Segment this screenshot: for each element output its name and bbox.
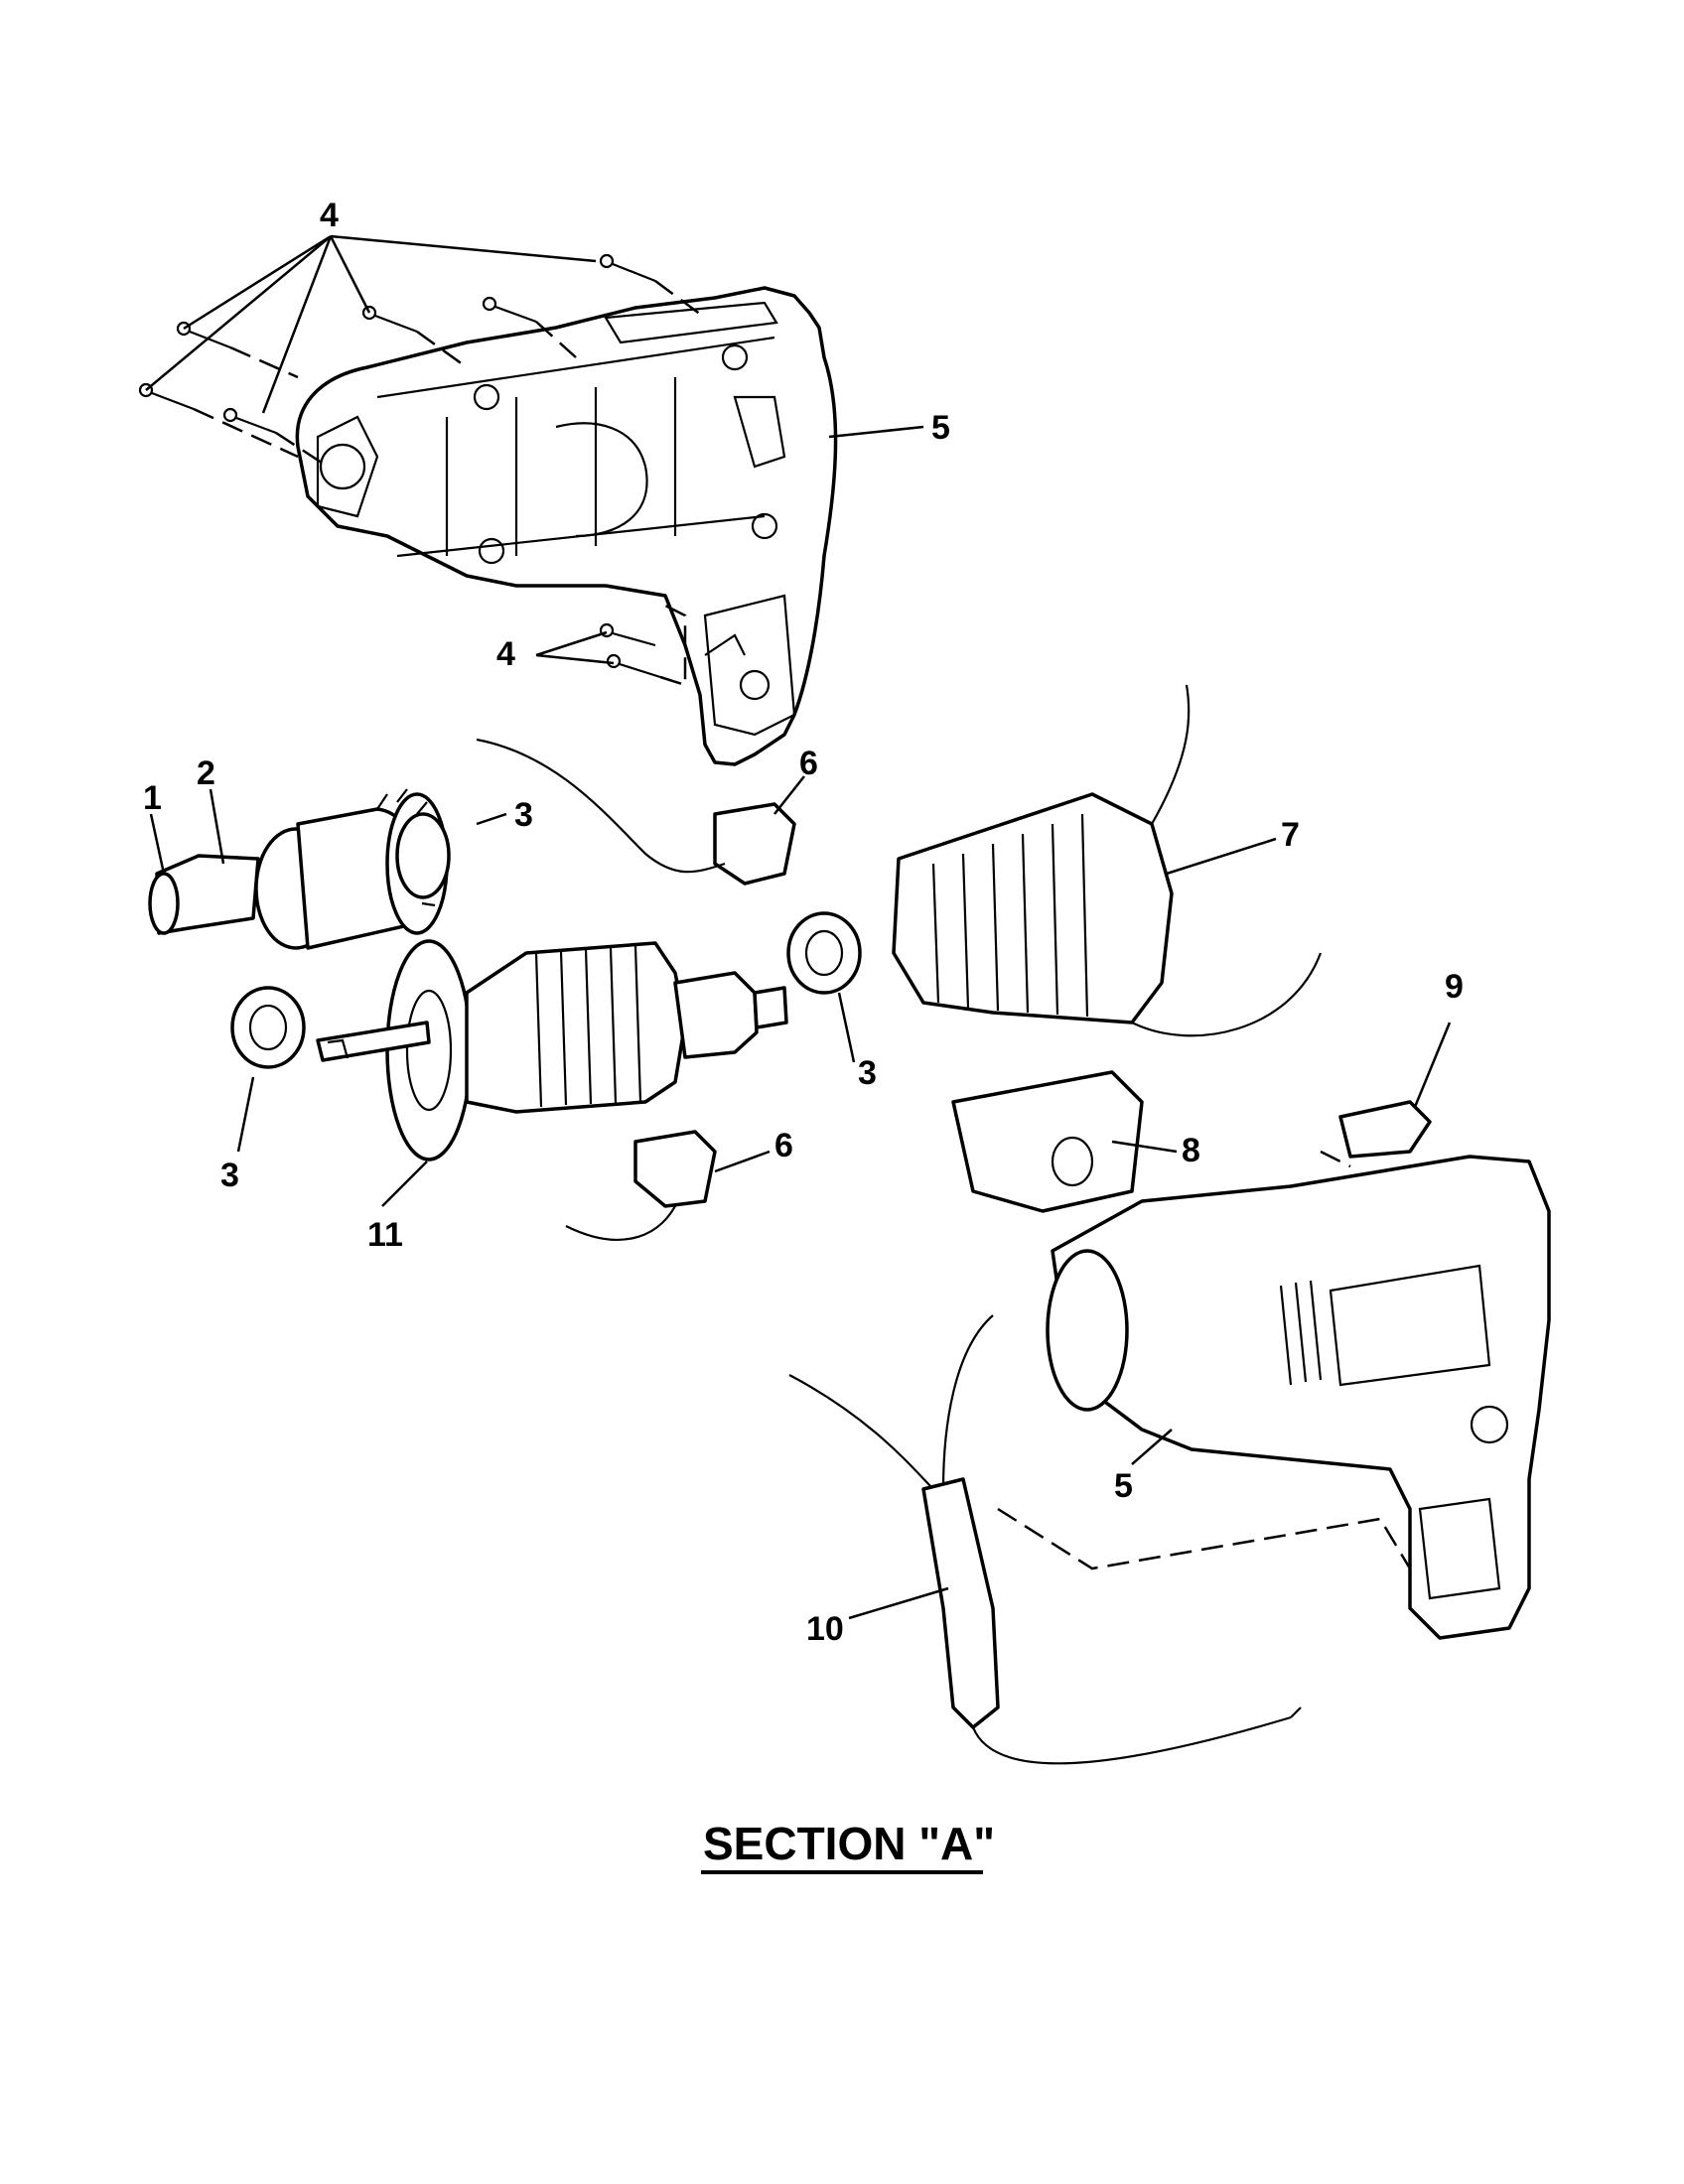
callout-4-top: 4: [320, 197, 339, 234]
callout-7: 7: [1281, 816, 1300, 854]
callout-9: 9: [1445, 968, 1464, 1006]
callout-5-bottom: 5: [1114, 1467, 1133, 1505]
spindle-gear-assembly: [148, 788, 451, 950]
brush-holders-6: [476, 738, 796, 1241]
callout-2: 2: [197, 754, 215, 792]
cord-10: [788, 1314, 1412, 1765]
leader-lines: [149, 425, 1452, 1620]
callout-10: 10: [806, 1610, 844, 1648]
callout-6-bottom: 6: [774, 1127, 793, 1164]
switch-button-9: [1338, 1100, 1432, 1159]
screws-4: [138, 234, 706, 687]
callout-4-bottom: 4: [496, 635, 515, 673]
callout-3-upper: 3: [514, 796, 533, 834]
section-title-text: SECTION "A": [703, 1818, 995, 1869]
callout-8: 8: [1182, 1132, 1200, 1169]
callout-1: 1: [143, 779, 162, 817]
housing-half-5: [295, 286, 838, 766]
callout-5-top: 5: [931, 409, 950, 447]
callout-6-top: 6: [799, 745, 818, 782]
callout-labels: 4 5 4 1 2 3 6 7 9 3 6 8 3 11 5 10: [143, 197, 1464, 1648]
armature-11: [316, 939, 788, 1161]
callout-3-mid: 3: [858, 1054, 877, 1092]
assembled-drill-housing-5: [1046, 1150, 1551, 1640]
callout-11: 11: [367, 1216, 403, 1254]
field-7: [892, 684, 1323, 1037]
bearings-3: [230, 911, 862, 1069]
callout-3-left: 3: [220, 1157, 239, 1194]
section-title: SECTION "A": [701, 1818, 995, 1874]
switch-8: [951, 1070, 1144, 1213]
